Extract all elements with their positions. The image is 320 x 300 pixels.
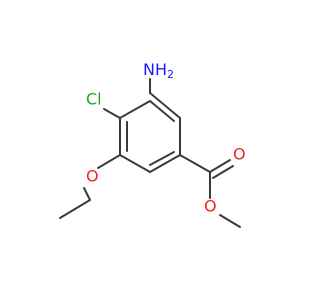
- bond-c-o-double-1: [209, 159, 231, 173]
- ester-oxygen-label: O: [204, 197, 217, 216]
- amino-h: H: [155, 60, 167, 79]
- bond-c-o-double-2: [212, 165, 234, 179]
- ether-oxygen-label: O: [86, 167, 99, 186]
- bond-ch2-ch3: [59, 199, 91, 219]
- chloro-label: Cl: [86, 90, 102, 109]
- bond-o-ch2: [83, 187, 91, 201]
- molecule-diagram: NH2 Cl O O O: [59, 60, 246, 228]
- ring-bond-c6-c1: [119, 100, 151, 119]
- amino-label: NH2: [143, 60, 174, 82]
- ring-bond-c4-c5: [119, 154, 151, 173]
- ring-bond-c3-c4-inner: [149, 151, 175, 166]
- amino-n: N: [143, 60, 155, 79]
- bond-c6-cl: [103, 108, 121, 119]
- carbonyl-oxygen-label: O: [233, 145, 246, 164]
- ring-bond-c3-c4: [149, 154, 181, 173]
- ring-bond-c1-c2-inner: [149, 100, 175, 122]
- bond-oester-ch3: [219, 214, 241, 228]
- bond-c3-ccarbonyl: [179, 154, 211, 173]
- structure-svg: NH2 Cl O O O: [59, 60, 246, 228]
- amino-subscript: 2: [167, 68, 174, 81]
- bond-c5-o: [97, 154, 121, 169]
- ring-bond-c1-c2: [149, 92, 181, 119]
